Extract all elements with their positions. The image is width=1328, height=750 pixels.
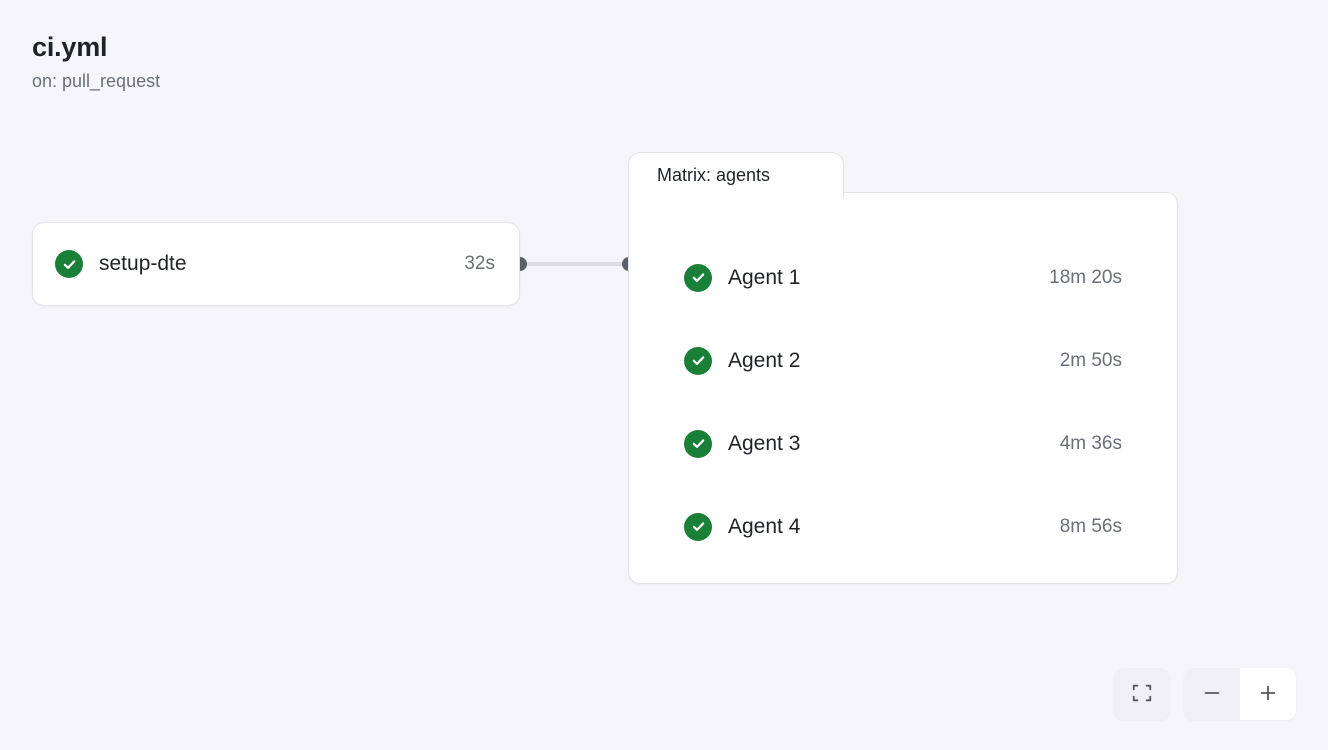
job-node-setup-dte[interactable]: setup-dte 32s [32, 222, 520, 306]
edge-setup-to-matrix [520, 262, 629, 266]
matrix-agent-list: Agent 1 18m 20s Agent 2 2m 50s Agent 3 4… [628, 192, 1178, 568]
agent-label: Agent 4 [728, 514, 801, 538]
agent-label: Agent 3 [728, 431, 801, 455]
matrix-group-tab-label: Matrix: agents [657, 165, 771, 185]
job-node-duration: 32s [464, 253, 495, 274]
agent-label: Agent 1 [728, 265, 801, 289]
tab-body-seam [629, 191, 843, 195]
plus-icon [1257, 682, 1279, 707]
check-circle-icon [684, 429, 712, 458]
check-circle-icon [684, 346, 712, 375]
check-circle-icon [684, 263, 712, 292]
check-circle-icon [684, 512, 712, 541]
fit-view-icon [1131, 682, 1153, 707]
list-item[interactable]: Agent 3 4m 36s [628, 402, 1178, 485]
list-item[interactable]: Agent 2 2m 50s [628, 319, 1178, 402]
agent-duration: 2m 50s [1059, 349, 1122, 371]
check-circle-icon [55, 250, 83, 278]
viewport-controls [1114, 668, 1296, 720]
agent-duration: 8m 56s [1059, 515, 1122, 537]
workflow-trigger-subtitle: on: pull_request [32, 71, 161, 92]
page-title: ci.yml [32, 32, 108, 62]
agent-label: Agent 2 [728, 348, 801, 372]
agent-duration: 4m 36s [1059, 432, 1122, 454]
matrix-group-container[interactable] [628, 192, 1178, 584]
zoom-button-group [1184, 668, 1296, 720]
minus-icon [1201, 682, 1223, 707]
job-node-label: setup-dte [99, 252, 187, 275]
agent-duration: 18m 20s [1049, 266, 1122, 288]
list-item[interactable]: Agent 4 8m 56s [628, 485, 1178, 568]
page-header: ci.yml on: pull_request [32, 32, 160, 93]
matrix-group-tab[interactable]: Matrix: agents [628, 152, 844, 198]
zoom-out-button[interactable] [1184, 668, 1240, 720]
fit-view-button[interactable] [1114, 668, 1170, 720]
list-item[interactable]: Agent 1 18m 20s [628, 236, 1178, 319]
zoom-in-button[interactable] [1240, 668, 1296, 720]
